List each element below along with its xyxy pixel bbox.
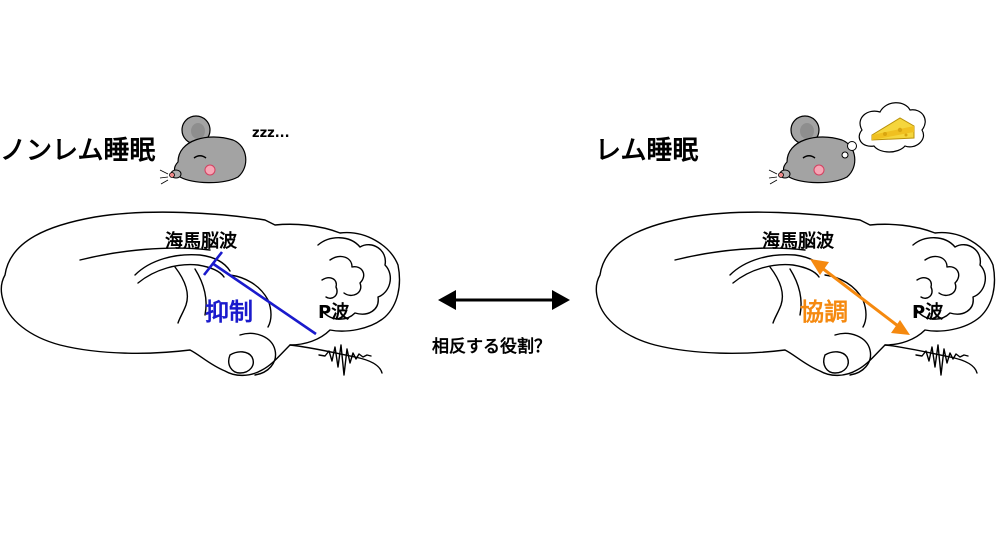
- left-relation-label: 抑制: [205, 298, 253, 326]
- sleeping-mouse-icon: [159, 115, 247, 185]
- right-title: レム睡眠: [595, 136, 698, 166]
- center-comparison: 相反する役割？: [432, 290, 570, 357]
- left-panel: ノンレム睡眠 zzz... 海馬脳波 P波 抑制: [0, 115, 401, 377]
- thought-bubble: [841, 102, 926, 159]
- left-eeg-trace: [318, 344, 372, 376]
- left-pwave-label: P波: [318, 301, 350, 323]
- sleep-marker: zzz...: [252, 126, 290, 141]
- double-headed-arrow-icon: [438, 290, 570, 310]
- left-title: ノンレム睡眠: [0, 136, 155, 166]
- right-relation-label: 協調: [800, 298, 848, 326]
- right-hippocampus-label: 海馬脳波: [762, 230, 835, 252]
- right-panel: レム睡眠 海馬脳波 P波 協調: [595, 102, 996, 377]
- inhibition-bar: [202, 251, 224, 276]
- cheese-icon: [871, 117, 915, 141]
- inhibition-line: [211, 261, 317, 336]
- right-pwave-label: P波: [912, 301, 944, 323]
- dreaming-mouse-icon: [768, 115, 856, 185]
- left-hippocampus-label: 海馬脳波: [165, 230, 238, 252]
- coordination-arrow: [810, 259, 910, 335]
- center-question: 相反する役割？: [432, 336, 551, 357]
